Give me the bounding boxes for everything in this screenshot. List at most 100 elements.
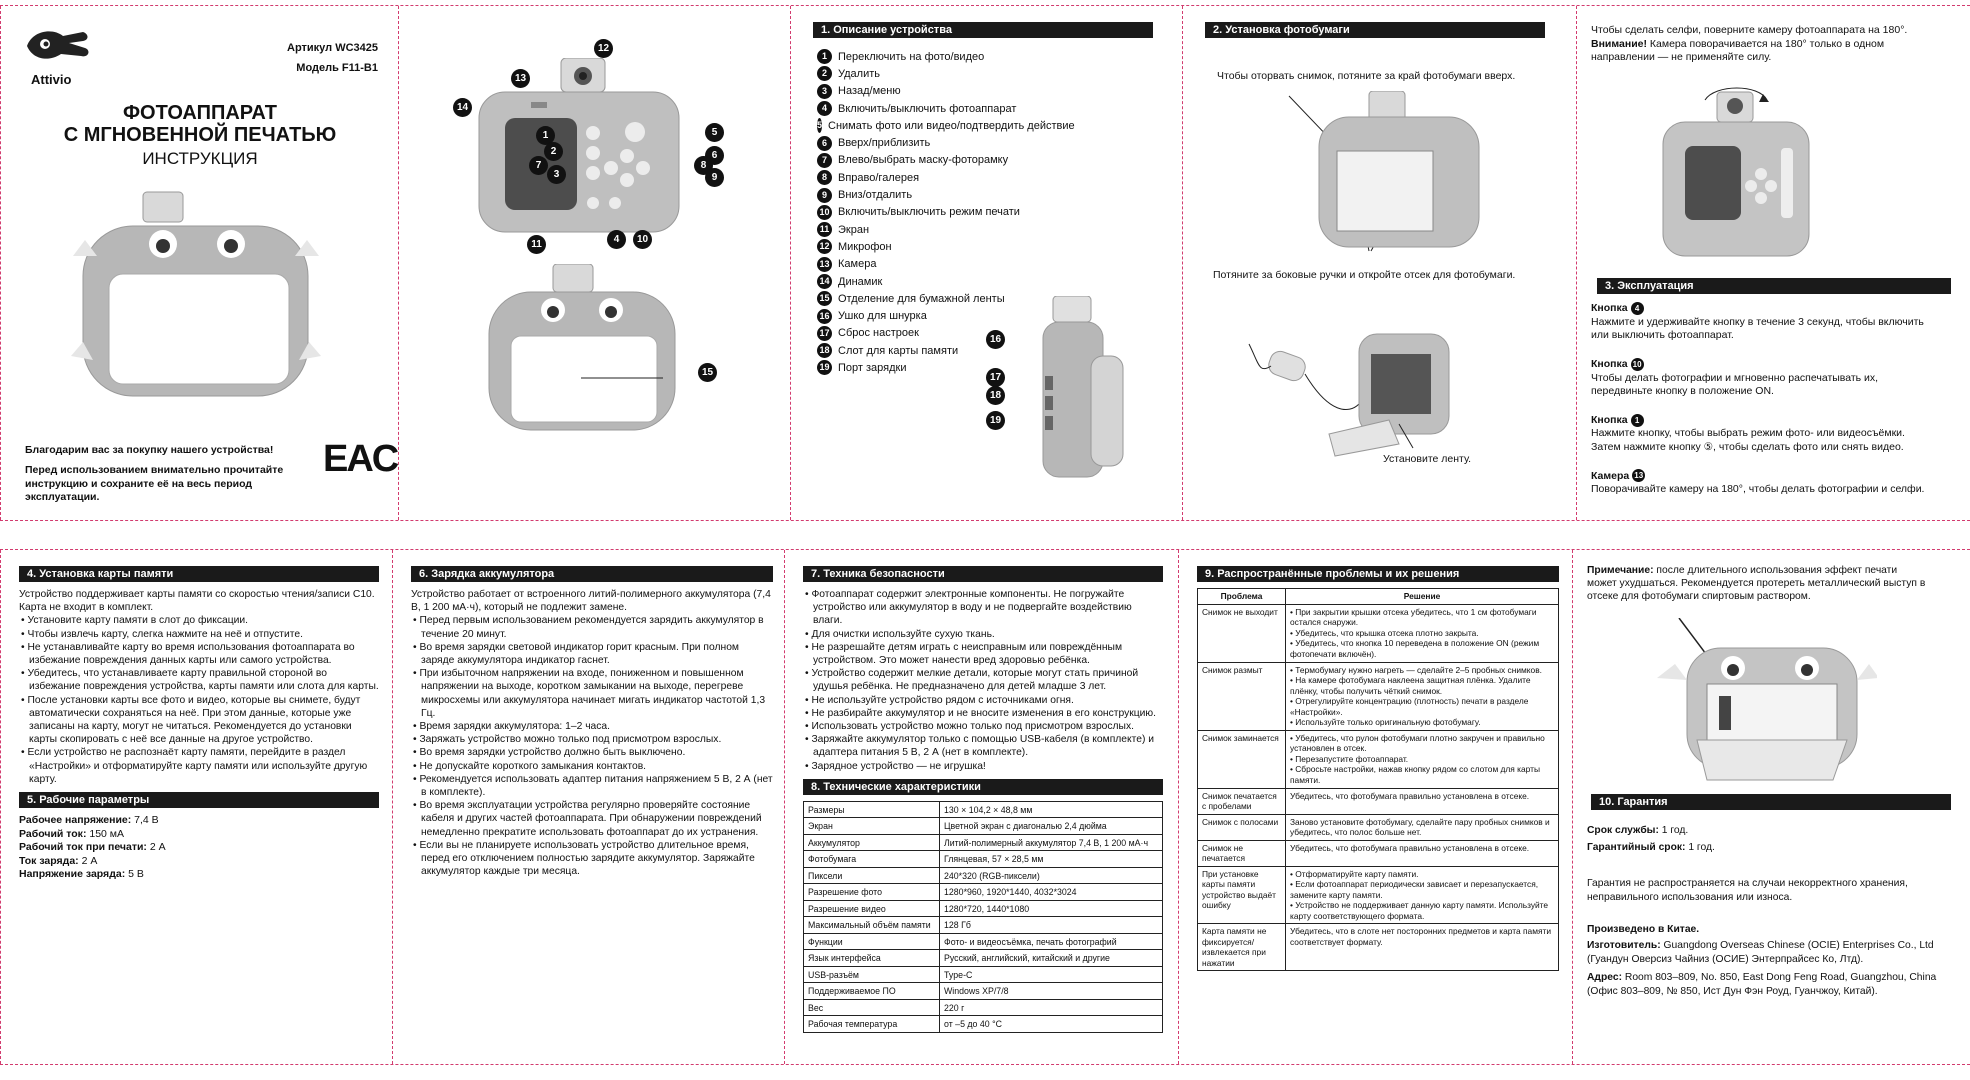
bullet-item: • Если вы не планируете использовать уст… (413, 839, 755, 878)
item-number-badge: 7 (817, 152, 832, 168)
operation-item-label: Кнопка (1591, 358, 1628, 371)
address-label: Адрес: (1587, 972, 1623, 983)
param-value: 150 мА (86, 827, 125, 840)
solution-cell: • Отформатируйте карту памяти. • Если фо… (1285, 865, 1559, 924)
spec-name: Разрешение фото (803, 883, 940, 901)
callout-15: 15 (698, 363, 717, 382)
camera-illustration-cover (71, 191, 321, 397)
spec-name: Пиксели (803, 866, 940, 885)
solution-cell: • При закрытии крышки отсека убедитесь, … (1285, 603, 1559, 663)
spec-value: 1280*960, 1920*1440, 4032*3024 (939, 883, 1163, 901)
problem-row: Снимок заминается• Убедитесь, что рулон … (1197, 729, 1559, 789)
item-label: Отделение для бумажной ленты (838, 292, 1005, 305)
memory-panel: 4. Установка карты памяти Устройство под… (0, 550, 392, 1064)
bullet-item: • Перед первым использованием рекомендуе… (413, 615, 764, 640)
problem-row: Снимок размыт• Термобумагу нужно нагреть… (1197, 661, 1559, 731)
made-in: Произведено в Китае. (1587, 924, 1700, 935)
warranty-exclusions: Гарантия не распространяется на случаи н… (1587, 878, 1908, 903)
callout-10: 10 (633, 230, 652, 249)
item-number-badge: 17 (817, 325, 832, 341)
callout-13: 13 (511, 69, 530, 88)
operation-item-number: 13 (1632, 469, 1646, 483)
eac-mark: EAC (323, 438, 399, 480)
item-number-badge: 18 (817, 343, 832, 359)
operation-item-text: Нажмите кнопку, чтобы выбрать режим фото… (1591, 427, 1905, 453)
warning-text: Камера поворачивается на 180° только в о… (1591, 37, 1885, 64)
cover-title-2: С МГНОВЕННОЙ ПЕЧАТЬЮ (63, 124, 337, 146)
operation-item-label: Кнопка (1591, 302, 1628, 315)
item-label: Вверх/приблизить (838, 137, 931, 150)
spec-name: Максимальный объём памяти (803, 916, 940, 934)
operation-item-number: 1 (1630, 413, 1644, 427)
item-label: Назад/меню (838, 85, 901, 98)
camera-back-diagram (488, 264, 676, 431)
item-label: Снимать фото или видео/подтвердить дейст… (828, 119, 1075, 132)
safety-panel: 7. Техника безопасности • Фотоаппарат со… (784, 550, 1178, 1064)
selfie-text: Чтобы сделать селфи, поверните камеру фо… (1591, 24, 1908, 36)
param-row: Ток заряда: 2 А (19, 855, 379, 869)
spec-value: 1280*720, 1440*1080 (939, 899, 1163, 918)
bullet-item: • После установки карты все фото и видео… (21, 694, 361, 746)
section-title-description: 1. Описание устройства (813, 22, 1153, 38)
item-label: Влево/выбрать маску-фоторамку (838, 154, 1009, 167)
warning-label: Внимание! (1591, 37, 1647, 50)
item-number-badge: 3 (817, 83, 832, 99)
operation-item-label: Камера (1591, 469, 1630, 482)
spec-value: 130 × 104,2 × 48,8 мм (939, 800, 1163, 819)
solution-cell: Убедитесь, что фотобумага правильно уста… (1285, 787, 1559, 815)
spec-value: 220 г (939, 998, 1163, 1017)
problem-cell: Снимок размыт (1197, 661, 1286, 731)
item-number-badge: 12 (817, 239, 832, 255)
param-label: Рабочее напряжение: (19, 814, 132, 827)
operation-panel: Чтобы сделать селфи, поверните камеру фо… (1576, 6, 1970, 520)
memory-bullets: • Установите карту памяти в слот до фикс… (19, 614, 379, 786)
camera-rotate-illustration (1662, 87, 1810, 257)
charging-panel: 6. Зарядка аккумулятора Устройство работ… (392, 550, 784, 1064)
section-title-memory: 4. Установка карты памяти (19, 566, 379, 582)
spec-name: Размеры (803, 800, 940, 819)
callout-5: 5 (705, 123, 724, 142)
paper-load-illustration (1248, 333, 1450, 457)
manufacturer-value: Guangdong Overseas Chinese (OCIE) Enterp… (1587, 940, 1934, 965)
spec-value: Type-C (939, 965, 1163, 984)
param-row: Рабочее напряжение: 7,4 В (19, 814, 379, 828)
section-title-params: 5. Рабочие параметры (19, 792, 379, 809)
param-label: Рабочий ток при печати: (19, 841, 147, 854)
section-title-paper: 2. Установка фотобумаги (1205, 22, 1545, 38)
solution-cell: • Термобумагу нужно нагреть — сделайте 2… (1285, 661, 1559, 731)
callout-14: 14 (453, 98, 472, 117)
bullet-item: • Не разрешайте детям играть с неисправн… (805, 641, 1123, 667)
paper-step-2: Потяните за боковые ручки и откройте отс… (1213, 269, 1516, 281)
item-label: Микрофон (838, 240, 892, 253)
bullet-item: • Во время зарядки световой индикатор го… (413, 641, 739, 667)
sheet-back: 4. Установка карты памяти Устройство под… (0, 549, 1970, 1065)
camera-front-diagram (478, 58, 680, 233)
service-life-value: 1 год. (1658, 825, 1689, 836)
bullet-item: • Чтобы извлечь карту, слегка нажмите на… (21, 628, 303, 640)
section-title-problems: 9. Распространённые проблемы и их решени… (1197, 566, 1559, 582)
spec-name: Поддерживаемое ПО (803, 982, 940, 1000)
spec-name: Функции (803, 932, 940, 951)
param-value: 2 А (146, 841, 166, 854)
model-number: Модель F11-B1 (296, 62, 378, 74)
solution-cell: • Убедитесь, что рулон фотобумаги плотно… (1285, 729, 1559, 789)
solution-cell: Заново установите фотобумагу, сделайте п… (1285, 813, 1559, 841)
charging-bullets: • Перед первым использованием рекомендуе… (411, 614, 773, 878)
bullet-item: • Не используйте устройство рядом с исто… (805, 694, 1074, 706)
